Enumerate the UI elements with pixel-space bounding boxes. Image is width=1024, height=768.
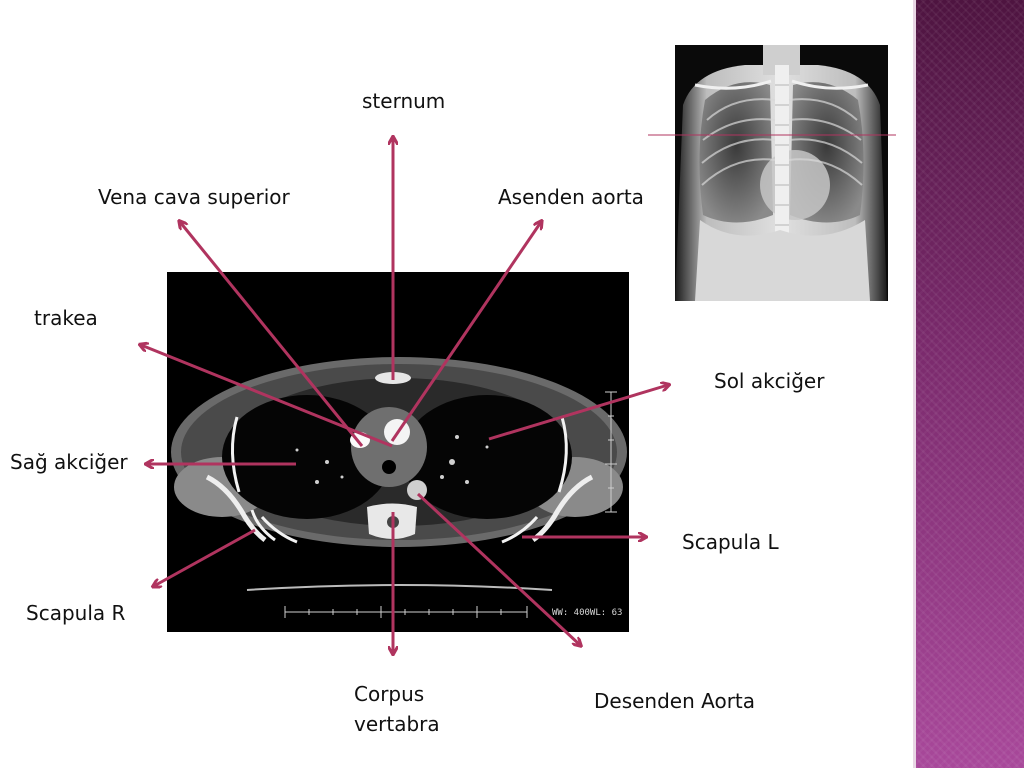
chest-xray-image — [675, 45, 888, 301]
label-corpus-line1: Corpus — [354, 682, 425, 706]
ct-window-level-text: WW: 400WL: 63 — [552, 608, 623, 618]
arrow-desenden-aorta — [416, 492, 580, 645]
decorative-sidebar — [913, 0, 1024, 768]
arrow-asenden-aorta — [390, 222, 541, 442]
label-sternum: sternum — [362, 89, 446, 113]
arrow-trakea — [141, 345, 393, 448]
label-sag-akciger: Sağ akciğer — [10, 450, 128, 474]
label-corpus-vertabra: Corpus vertabra — [354, 679, 464, 739]
label-corpus-line2: vertabra — [354, 712, 440, 736]
label-asenden-aorta: Asenden aorta — [498, 185, 644, 209]
arrow-scapula-r — [154, 528, 256, 586]
label-scapula-r: Scapula R — [26, 601, 126, 625]
arrow-vena-cava-superior — [180, 222, 364, 447]
label-desenden-aorta: Desenden Aorta — [594, 689, 756, 713]
label-scapula-l: Scapula L — [682, 530, 779, 554]
label-sol-akciger: Sol akciğer — [714, 369, 825, 393]
label-trakea: trakea — [34, 306, 98, 330]
arrow-sol-akciger — [488, 385, 668, 441]
label-vena-cava-superior: Vena cava superior — [98, 185, 290, 209]
